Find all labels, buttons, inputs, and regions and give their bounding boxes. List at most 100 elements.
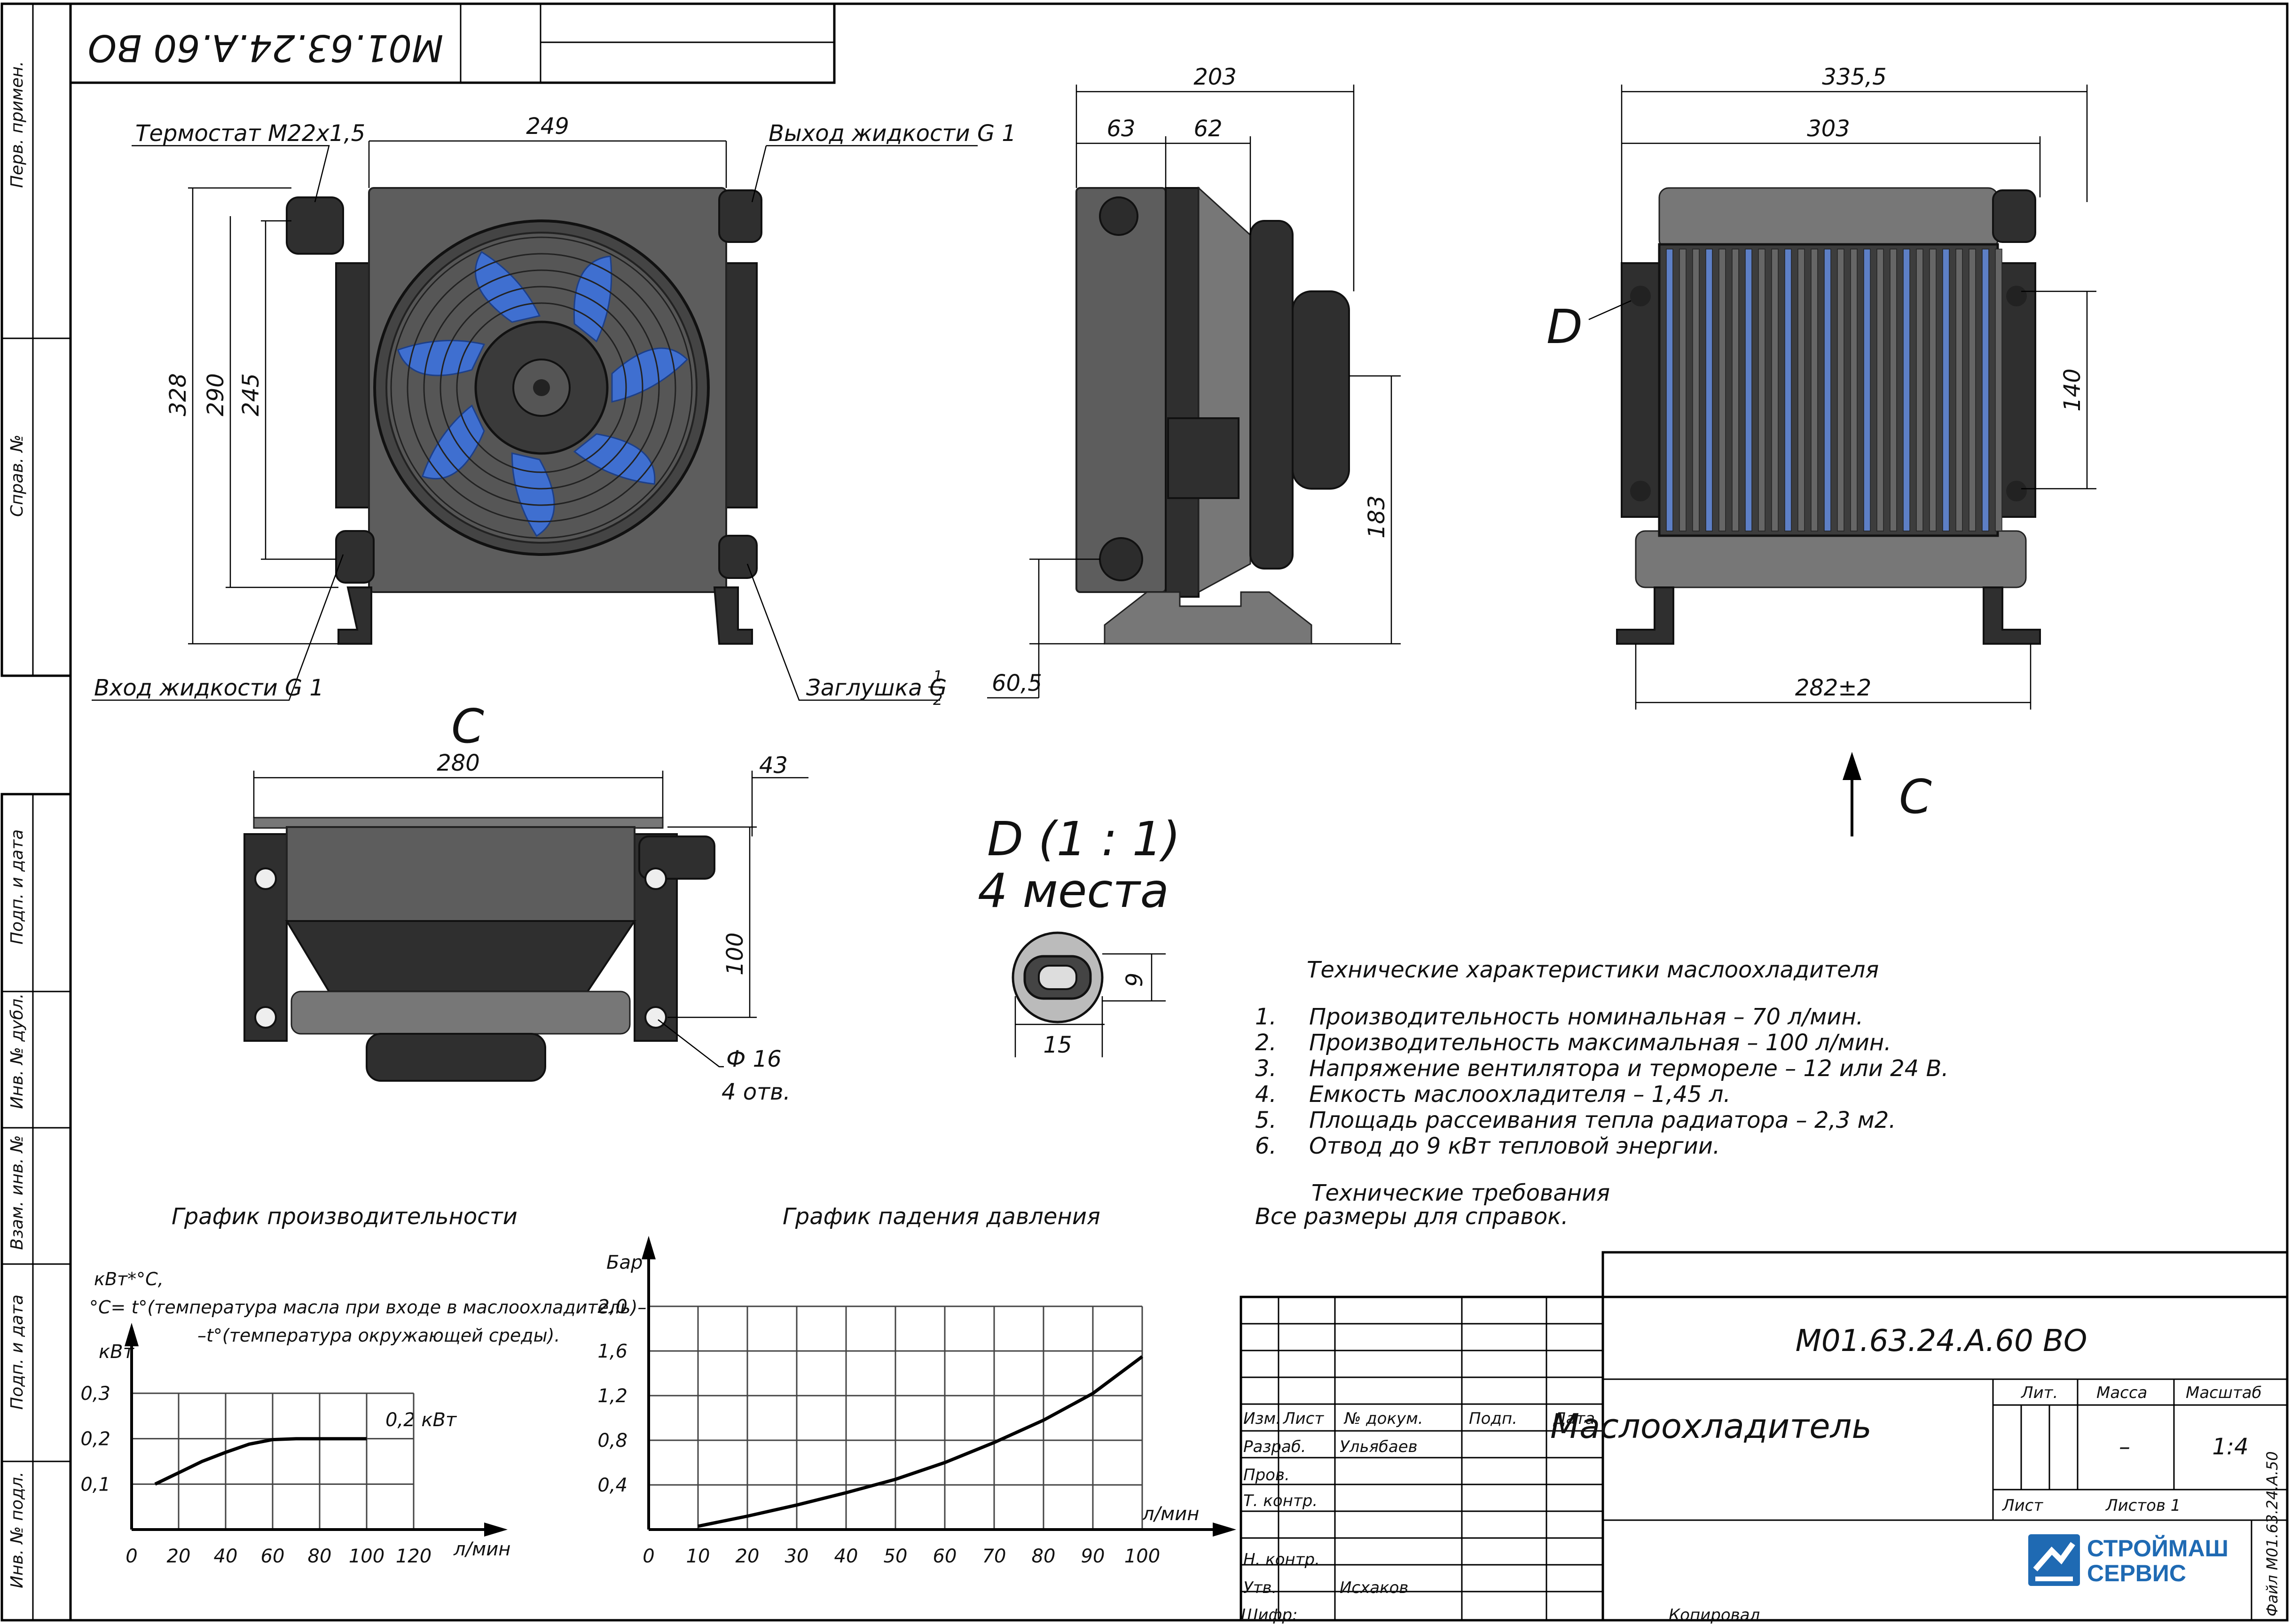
dim-100: 100: [722, 932, 748, 976]
chart-performance: График производительности кВт*°С, °С= t°…: [80, 1203, 646, 1567]
radiator-fin: [1995, 249, 2002, 531]
logo-line1: СТРОЙМАШ: [2087, 1535, 2228, 1562]
series-line: [154, 1437, 367, 1486]
tb-sheet: Лист: [2001, 1496, 2043, 1515]
fan-guard-ring: [439, 286, 643, 490]
tb-sheets: Листов 1: [2105, 1496, 2181, 1515]
tb-col-doc: № докум.: [1343, 1409, 1423, 1428]
chart1-xlabel: л/мин: [453, 1538, 510, 1560]
x-tick-label: 100: [1124, 1546, 1160, 1567]
radiator-fins: [1666, 249, 2002, 531]
podp-data-1: Подп. и дата: [8, 829, 27, 945]
tb-col-date: Дата: [1553, 1409, 1595, 1428]
dim-280: 280: [437, 750, 480, 776]
dim-140: 140: [2059, 368, 2086, 412]
dim-62: 62: [1193, 116, 1222, 142]
spec-item-text: Площадь рассеивания тепла радиатора – 2,…: [1309, 1107, 1896, 1133]
fan-guard-ring: [390, 236, 693, 539]
spec-item-text: Емкость маслоохладителя – 1,45 л.: [1309, 1081, 1731, 1108]
detail-dim-9: 9: [1122, 973, 1148, 987]
y-axis-arrow: [642, 1236, 656, 1259]
tb-title: Маслоохладитель: [1550, 1406, 1872, 1446]
dim-290: 290: [203, 373, 229, 416]
tb-nkontr: Н. контр.: [1243, 1550, 1320, 1569]
spec-item-number: 3.: [1255, 1055, 1277, 1082]
vzam-inv: Взам. инв. №: [8, 1135, 27, 1250]
x-tick-label: 10: [686, 1546, 710, 1567]
y-tick-label: 0,4: [597, 1475, 628, 1496]
chart1-legend-2: °С= t°(температура масла при входе в мас…: [89, 1297, 646, 1318]
dim-63: 63: [1106, 116, 1135, 142]
fan-guard-ring: [423, 269, 660, 506]
chart2-title: График падения давления: [783, 1203, 1100, 1230]
tb-prov: Пров.: [1243, 1466, 1290, 1484]
dim-60-5: 60,5: [992, 670, 1042, 696]
dim-303: 303: [1807, 116, 1850, 142]
tb-shifr: Шифр:: [1241, 1606, 1298, 1624]
tb-scale: Масштаб: [2186, 1383, 2262, 1402]
chart1-annotation: 0,2 кВт: [385, 1409, 457, 1431]
spec-item-text: Производительность номинальная – 70 л/ми…: [1309, 1004, 1863, 1030]
company-logo: СТРОЙМАШ СЕРВИС: [2028, 1534, 2228, 1586]
spec-item-text: Напряжение вентилятора и термореле – 12 …: [1309, 1055, 1949, 1082]
x-axis-arrow: [484, 1522, 508, 1537]
x-tick-label: 40: [214, 1546, 238, 1567]
y-tick-label: 0,2: [80, 1429, 110, 1450]
x-tick-label: 120: [396, 1546, 432, 1567]
y-tick-label: 1,6: [597, 1341, 628, 1362]
radiator-fin: [1969, 249, 1976, 531]
spec-item-text: Производительность максимальная – 100 л/…: [1309, 1030, 1891, 1056]
x-tick-label: 80: [1032, 1546, 1056, 1567]
tb-file: Файл М01.63.24.А.50: [2263, 1451, 2281, 1616]
radiator-fin: [1982, 249, 1989, 531]
mirrored-code: М01.63.24.А.60 ВО: [88, 26, 444, 69]
thermostat-label: Термостат М22х1,5: [135, 120, 365, 147]
y-tick-label: 1,2: [597, 1385, 628, 1407]
hole-dia: Ф 16: [726, 1046, 782, 1072]
x-tick-label: 90: [1081, 1546, 1105, 1567]
specs: Технические характеристики маслоохладите…: [1255, 957, 1949, 1230]
dim-183: 183: [1364, 495, 1390, 539]
specs-heading: Технические характеристики маслоохладите…: [1307, 957, 1879, 983]
dim-282: 282±2: [1795, 675, 1871, 701]
tb-col-list: Лист: [1282, 1409, 1324, 1428]
fan-blade: [573, 433, 656, 485]
plug-den: 2: [933, 691, 942, 709]
front-view: 249 328 290 245 Термостат М22х1,5 Выход …: [92, 113, 1016, 709]
req-heading: Технические требования: [1311, 1180, 1610, 1206]
y-tick-label: 0,3: [80, 1383, 110, 1405]
sprav-no: Справ. №: [8, 435, 27, 517]
plug-label: Заглушка G: [806, 675, 947, 701]
tb-mass: Масса: [2096, 1383, 2147, 1402]
dim-249: 249: [526, 113, 569, 140]
x-tick-label: 80: [308, 1546, 332, 1567]
radiator-fin: [1797, 249, 1805, 531]
tb-utv: Утв.: [1243, 1578, 1277, 1597]
radiator-fin: [1916, 249, 1923, 531]
series-line: [698, 1355, 1144, 1528]
detail-subtitle: 4 места: [978, 863, 1169, 918]
inlet-label: Вход жидкости G 1: [94, 675, 324, 701]
view-arrow-c: C: [1899, 769, 1932, 824]
left-strip: Перв. примен. Справ. № Подп. и дата Инв.…: [0, 2, 72, 1622]
x-tick-label: 20: [167, 1546, 191, 1567]
chart1-title: График производительности: [172, 1203, 518, 1230]
y-tick-label: 2,0: [597, 1296, 628, 1318]
detail-dim-15: 15: [1043, 1032, 1072, 1058]
rear-view: 335,5 303 140 282±2 D C: [1546, 64, 2096, 836]
y-tick-label: 0,1: [80, 1474, 110, 1495]
dim-203: 203: [1193, 64, 1237, 90]
spec-item-text: Отвод до 9 кВт тепловой энергии.: [1309, 1133, 1720, 1159]
fan-guard-ring: [456, 302, 627, 473]
radiator-fin: [1955, 249, 1963, 531]
perv-primen: Перв. примен.: [8, 61, 27, 188]
x-tick-label: 60: [933, 1546, 957, 1567]
fan-blade: [397, 340, 486, 376]
side-view: 203 63 62 183 60,5: [987, 64, 1401, 699]
radiator-fin: [1718, 249, 1726, 531]
radiator-fin: [1666, 249, 1673, 531]
x-tick-label: 40: [834, 1546, 858, 1567]
fan-blade: [611, 347, 689, 403]
